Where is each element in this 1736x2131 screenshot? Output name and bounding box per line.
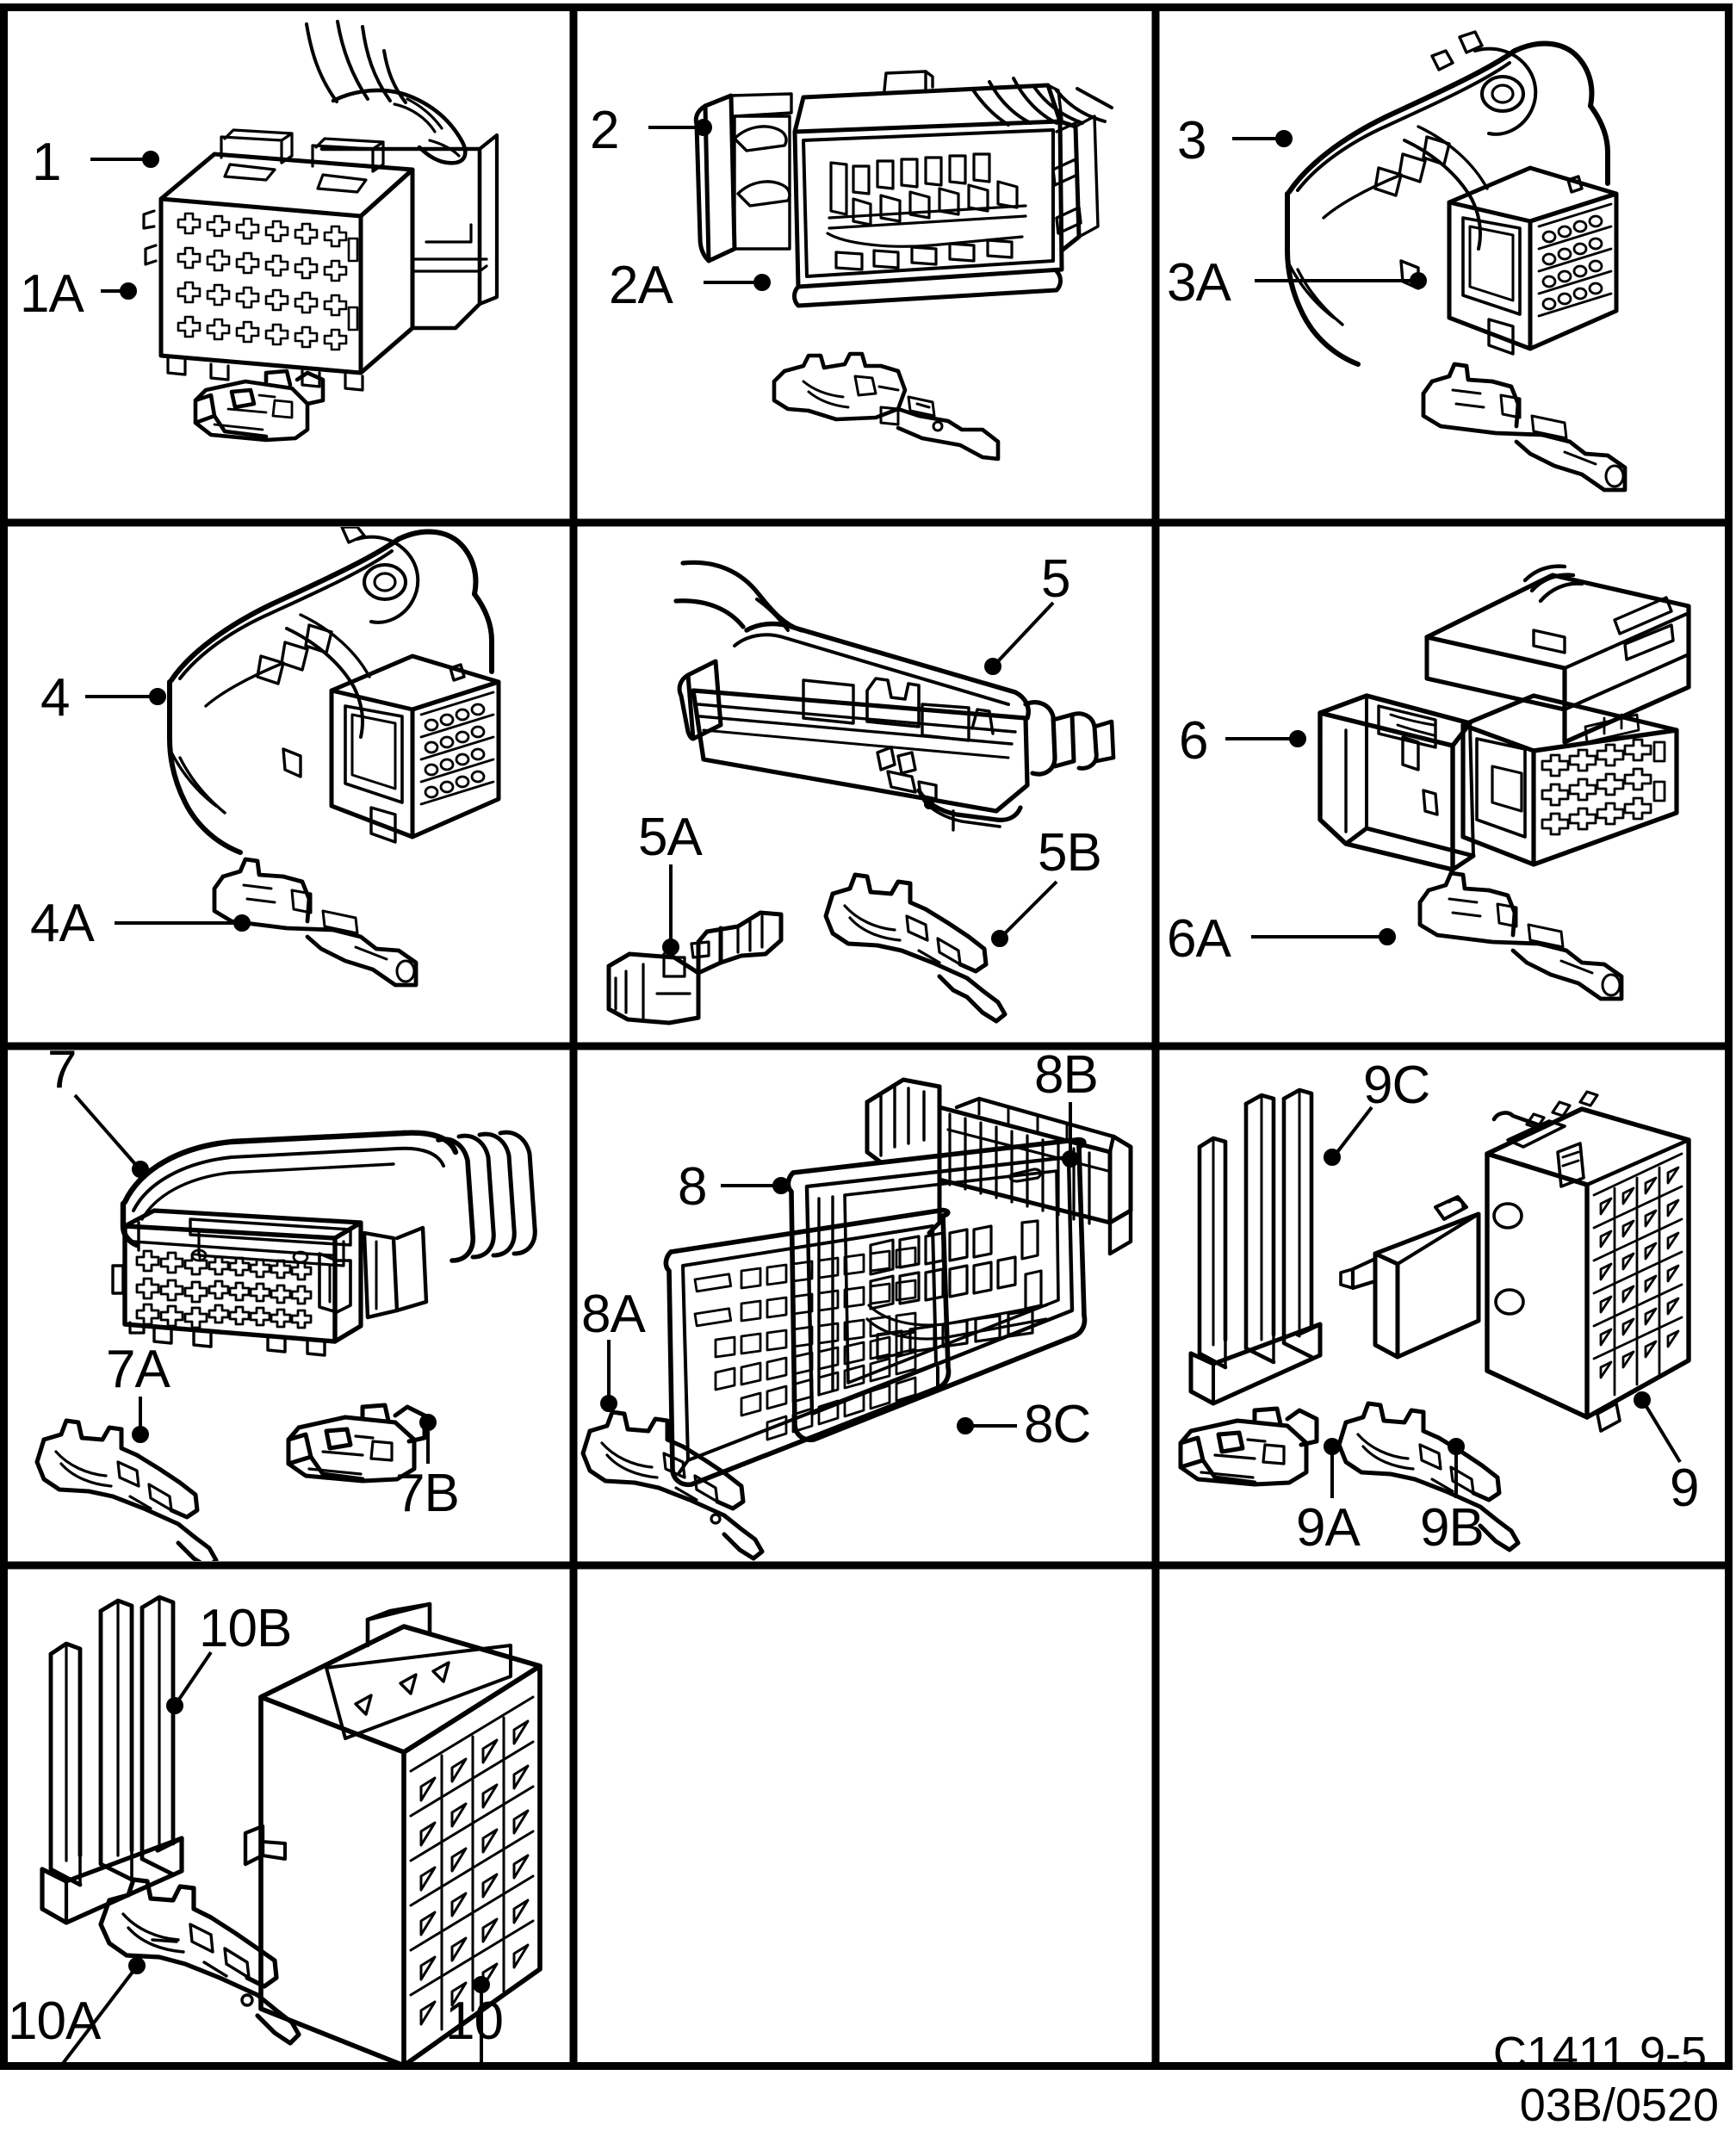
connector-illustration-2 xyxy=(693,70,1113,462)
connector-illustration-1 xyxy=(142,20,499,443)
sheet-code: 03B/0520 xyxy=(1519,2079,1719,2131)
callout-label-6A: 6A xyxy=(1167,909,1231,969)
callout-label-9C: 9C xyxy=(1363,1056,1430,1115)
connector-illustration-7 xyxy=(34,1130,537,1561)
connector-illustration-10 xyxy=(40,1595,542,2062)
callout-label-3A: 3A xyxy=(1167,253,1231,313)
callout-label-5: 5 xyxy=(1041,549,1070,609)
callout-label-3: 3 xyxy=(1177,111,1206,170)
callout-label-7: 7 xyxy=(47,1050,77,1100)
callout-label-10B: 10B xyxy=(199,1599,292,1658)
cell-9: 9C 9A 9B 9 xyxy=(1160,1050,1728,1561)
connector-illustration-8 xyxy=(580,1077,1133,1561)
callout-label-8B: 8B xyxy=(1034,1050,1099,1105)
callout-label-8C: 8C xyxy=(1024,1395,1091,1454)
callout-leaders-4 xyxy=(85,688,251,932)
cell-6: 6 6A xyxy=(1160,527,1728,1042)
cell-4: 4 4A xyxy=(8,527,570,1042)
callout-label-8A: 8A xyxy=(581,1285,646,1344)
connector-illustration-6 xyxy=(1318,564,1691,1001)
callout-label-9A: 9A xyxy=(1296,1498,1361,1558)
cell-1: 1 1A xyxy=(8,11,570,519)
callout-label-7A: 7A xyxy=(106,1340,170,1399)
cell-2: 2 2A xyxy=(578,11,1152,519)
callout-label-4: 4 xyxy=(40,668,70,728)
callout-label-7B: 7B xyxy=(395,1464,460,1523)
callout-label-2A: 2A xyxy=(609,256,673,315)
cell-11-empty xyxy=(578,1570,1152,2062)
cell-3: 3 3A xyxy=(1160,11,1728,519)
cell-12-figure-code xyxy=(1160,1570,1728,2062)
connector-illustration-4 xyxy=(167,527,501,988)
callout-leaders-2 xyxy=(648,119,771,291)
callout-label-8: 8 xyxy=(678,1157,707,1217)
callout-leaders-9 xyxy=(1324,1106,1682,1498)
connector-illustration-5 xyxy=(606,560,1116,1025)
callout-label-4A: 4A xyxy=(30,894,95,953)
figure-code: C1411 9-5 xyxy=(1492,2028,1707,2079)
cell-10: 10B 10A 10 xyxy=(8,1570,570,2062)
callout-leaders-1 xyxy=(90,151,159,300)
callout-leaders-8 xyxy=(600,1102,1079,1434)
cell-8: 8 8A 8B 8C xyxy=(578,1050,1152,1561)
callout-leaders-10 xyxy=(61,1651,490,2062)
cell-5: 5 5A 5B xyxy=(578,527,1152,1042)
callout-label-2: 2 xyxy=(590,101,619,160)
callout-label-5B: 5B xyxy=(1038,823,1102,883)
callout-label-9: 9 xyxy=(1670,1459,1699,1518)
callout-label-10: 10 xyxy=(445,1992,504,2051)
callout-label-10A: 10A xyxy=(8,1992,101,2051)
callout-label-1A: 1A xyxy=(20,264,84,324)
callout-leaders-6 xyxy=(1225,730,1396,945)
callout-label-5A: 5A xyxy=(638,808,703,867)
callout-label-1: 1 xyxy=(32,133,61,192)
connector-illustration-9 xyxy=(1178,1087,1691,1552)
callout-leaders-5 xyxy=(662,601,1058,956)
callout-label-6: 6 xyxy=(1179,711,1208,771)
callout-leaders-7 xyxy=(73,1093,437,1464)
connector-illustration-3 xyxy=(1285,30,1628,492)
callout-leaders-3 xyxy=(1232,130,1427,289)
cell-7: 7 7A 7B xyxy=(8,1050,570,1561)
callout-label-9B: 9B xyxy=(1420,1498,1485,1558)
